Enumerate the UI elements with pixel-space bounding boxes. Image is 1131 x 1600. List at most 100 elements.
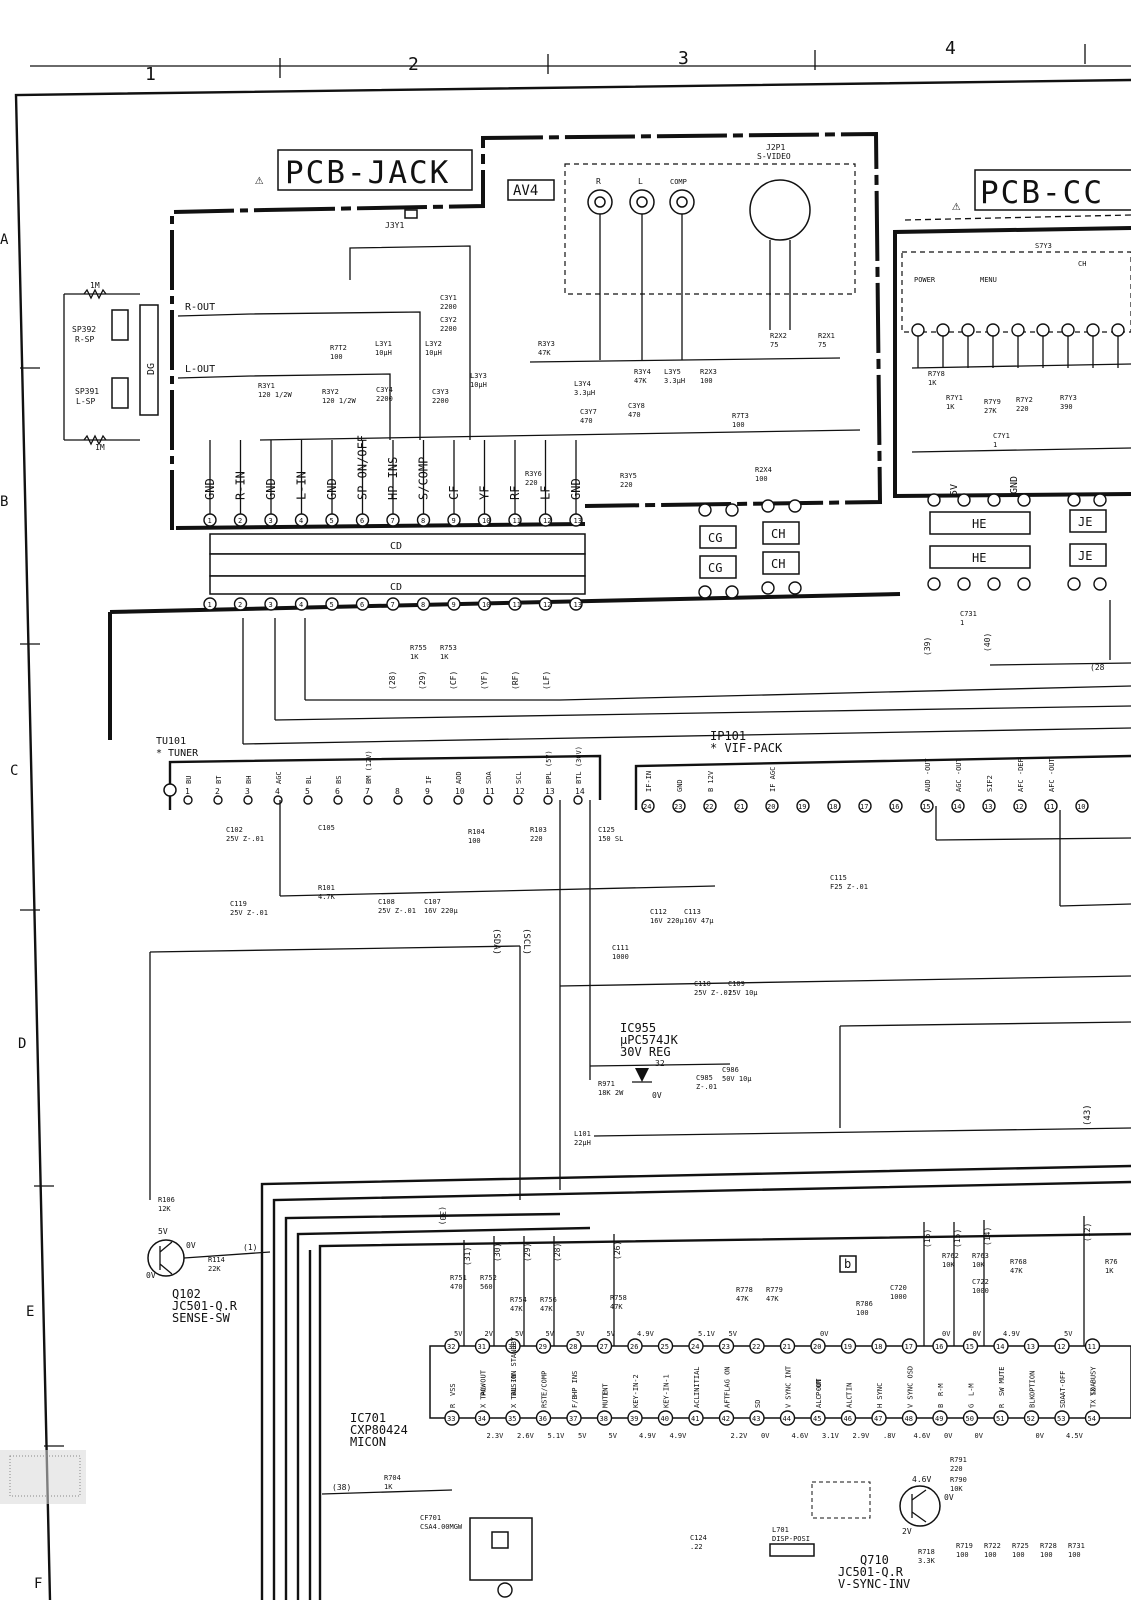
micon-part-ref-r786: R786 [856, 1300, 873, 1308]
vif-pin-name-aud-out: AUD -OUT [924, 757, 932, 792]
vif-pin-name-afc-out: AFC -OUT [1048, 757, 1056, 792]
cd-top-pin-num-10: 10 [482, 517, 490, 525]
part-val-r7t2: 100 [330, 353, 343, 361]
vif-pin-name-b-12v: B 12V [707, 770, 715, 792]
vif-pin-name-sif2: SIF2 [986, 775, 994, 792]
tuner-part-val-r103: 220 [530, 835, 543, 843]
micon-bot-pin-num-53: 53 [1057, 1415, 1065, 1423]
je-box-top [1069, 509, 1107, 533]
he-bot-pin-2 [957, 577, 971, 591]
part-ref-c3y4: C3Y4 [376, 386, 393, 394]
vif-pin-num-24: 24 [643, 803, 651, 811]
micon-part-val-r725: 100 [1012, 1551, 1025, 1559]
tuner-part-ref-r104: R104 [468, 828, 485, 836]
micon-bot-pin-42 [718, 1410, 735, 1426]
speaker-l-name: L-SP [76, 397, 95, 406]
micon-bot-pin-40 [657, 1410, 674, 1426]
tuner-pin-num-9: 9 [425, 787, 430, 796]
regulator-ref: IC955 [620, 1021, 656, 1035]
micon-bot-pin-name-r: R [998, 1403, 1006, 1408]
cd-label-bot: CD [390, 582, 402, 593]
micon-bot-pin-num-49: 49 [935, 1415, 943, 1423]
net-sda: (SDA) [491, 928, 501, 955]
cc-pin-5v: 5V [949, 484, 960, 496]
row-label-e: E [26, 1304, 34, 1320]
regulator-section: IC955 μPC574JK 30V REG 32 0V (43) [589, 1021, 1131, 1137]
micon-bot-pin-v-37: 5V [578, 1432, 587, 1440]
cd-top-pin-7 [386, 513, 400, 527]
micon-top-pin-num-24: 24 [691, 1343, 699, 1351]
jack-internals: J3Y1 J2P1 S-VIDEO R L COMP [249, 143, 861, 441]
micon-top-pin-num-22: 22 [752, 1343, 760, 1351]
micon-bot-pin-num-36: 36 [539, 1415, 547, 1423]
micon-part-val-r751: 470 [450, 1283, 463, 1291]
micon-bot-pin-num-37: 37 [569, 1415, 577, 1423]
micon-top-pin-12 [1054, 1338, 1070, 1354]
vif-pin-19 [796, 799, 810, 813]
vif-pin-num-11: 11 [1046, 803, 1054, 811]
part-ref-r2x3: R2X3 [700, 368, 717, 376]
tuner-pin-name-btl-30v: BTL (30V) [575, 746, 583, 784]
part-val-l3y4: 3.3μH [574, 389, 595, 397]
micon-part-val-r731: 100 [1068, 1551, 1081, 1559]
micon-ref: IC701 [350, 1411, 386, 1425]
he-label-top: HE [972, 517, 986, 531]
micon-top-pin-15 [962, 1338, 979, 1354]
micon-part-ref-r76: R76 [1105, 1258, 1118, 1266]
micon-net-14: (14) [983, 1227, 992, 1246]
micon-part-ref-r704: R704 [384, 1474, 401, 1482]
he-box-bot [929, 545, 1031, 569]
micon-top-pin-name-int: INT [602, 1383, 610, 1396]
part-ref-r2x1: R2X1 [818, 332, 835, 340]
part-ref-l3y2: L3Y2 [425, 340, 442, 348]
cc-part-ref-r7y3: R7Y3 [1060, 394, 1077, 402]
cc-switch-contact-7 [1061, 323, 1075, 337]
cd-bot-pin-num-1: 1 [208, 601, 212, 609]
cd-bot-pin-num-8: 8 [421, 601, 425, 609]
micon-top-pin-19 [840, 1338, 857, 1354]
micon-part-ref-r762: R762 [942, 1252, 959, 1260]
row-label-f: F [34, 1576, 42, 1592]
vif-pin-num-21: 21 [736, 803, 744, 811]
cd-bot-pin-8 [416, 597, 431, 611]
row-label-a: A [0, 232, 9, 248]
micon-top-pin-num-23: 23 [722, 1343, 730, 1351]
micon-top-pin-v-12: 5V [1064, 1330, 1073, 1338]
micon-top-pin-num-30: 30 [508, 1343, 516, 1351]
tuner-pin-num-11: 11 [485, 787, 495, 796]
tuner-part-val-r104: 100 [468, 837, 481, 845]
tuner-part-ref-c105: C105 [318, 824, 335, 832]
tuner-pin-name-bm-12v: BM (12V) [365, 750, 373, 784]
micon-top-pin-num-16: 16 [935, 1343, 943, 1351]
micon-top-pin-name-vss: VSS [449, 1383, 457, 1396]
micon-part-val-r790: 10K [950, 1485, 963, 1493]
micon-bot-pin-v-36: 5.1V [548, 1432, 566, 1440]
micon-part-ref-r756: R756 [540, 1296, 557, 1304]
cd-top-pin-10 [477, 513, 492, 527]
tuner-pin-8 [393, 795, 403, 805]
tuner-part-val-l101: 22μH [574, 1139, 591, 1147]
je-label-top: JE [1078, 515, 1092, 529]
micon-top-pin-v-32: 5V [454, 1330, 463, 1338]
part-val-l3y5: 3.3μH [664, 377, 685, 385]
micon-net-16: (16) [923, 1229, 932, 1248]
micon-bot-pin-44 [779, 1410, 796, 1426]
micon-top-pin-name-tx-busy: TX BUSY [1090, 1366, 1098, 1396]
cd-top-pin-num-12: 12 [543, 517, 551, 525]
micon-bot-pin-num-40: 40 [661, 1415, 669, 1423]
cd-bot-pin-3 [264, 597, 278, 611]
micon-bot-pin-name-b: B [937, 1404, 945, 1408]
cd-top-pin-num-11: 11 [513, 517, 521, 525]
micon-net-29: (29) [523, 1243, 532, 1262]
cd-bot-pin-7 [386, 597, 400, 611]
micon-top-pin-31 [474, 1338, 491, 1354]
part-ref-r3y4: R3Y4 [634, 368, 651, 376]
tuner-part-val-r971: 18K 2W [598, 1089, 624, 1097]
micon-part-val-c720: 1000 [890, 1293, 907, 1301]
part-val-c3y1: 2200 [440, 303, 457, 311]
micon-top-pin-num-28: 28 [569, 1343, 577, 1351]
vif-pin-10 [1075, 799, 1089, 813]
tuner-part-ref-c107: C107 [424, 898, 441, 906]
tuner-pin-7 [363, 795, 373, 805]
